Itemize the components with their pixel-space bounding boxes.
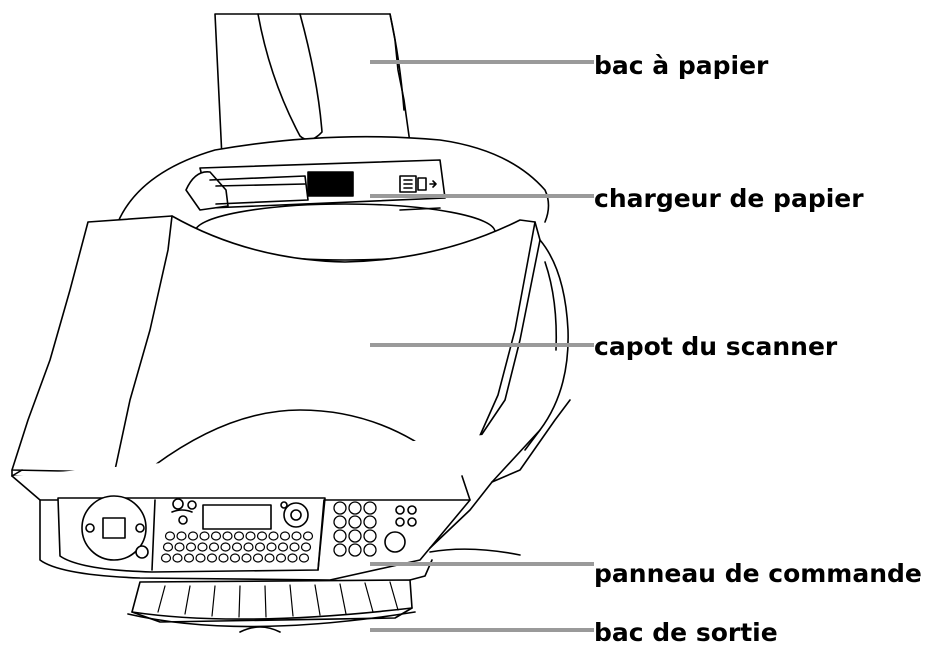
keypad-key (279, 531, 291, 541)
label-paper-feeder: chargeur de papier (594, 184, 864, 213)
keypad-key (199, 531, 210, 541)
keypad-key (185, 542, 197, 552)
numpad-key (333, 543, 347, 557)
keypad-key (241, 553, 252, 563)
keypad-key (268, 531, 279, 541)
keypad-key (254, 542, 266, 552)
keypad-key (233, 531, 245, 541)
numpad-key (333, 515, 347, 529)
label-scanner-lid: capot du scanner (594, 332, 838, 361)
numpad-key (348, 501, 362, 515)
keypad-key (264, 553, 275, 563)
numpad-key (363, 543, 377, 557)
keypad-key (208, 542, 220, 552)
keypad-key (229, 553, 241, 563)
numpad-key (348, 529, 362, 543)
label-paper-tray: bac à papier (594, 51, 769, 80)
numpad-key (363, 515, 377, 529)
keypad-key (252, 553, 264, 563)
keypad-key (164, 531, 176, 541)
keypad-key (287, 553, 298, 563)
keypad-key (231, 542, 243, 552)
keypad-key (174, 542, 185, 552)
keypad-key (266, 542, 277, 552)
keypad-key (183, 553, 195, 563)
keypad-key (275, 553, 287, 563)
keypad-key (218, 553, 229, 563)
keypad-key (206, 553, 218, 563)
keypad-key (220, 542, 231, 552)
keypad-key (176, 531, 187, 541)
numpad-key (348, 543, 362, 557)
output-tray-part (127, 559, 433, 633)
keypad-key (291, 531, 302, 541)
keypad-key (187, 531, 199, 541)
keypad-key (298, 553, 310, 563)
keypad-key (289, 542, 300, 552)
numpad-key (363, 501, 377, 515)
keypad-key (243, 542, 254, 552)
keypad-key (302, 531, 314, 541)
numpad-key (333, 529, 347, 543)
keypad-key (245, 531, 256, 541)
keypad-key (162, 542, 174, 552)
numpad-key (348, 515, 362, 529)
keypad-key (160, 553, 172, 563)
numpad-key (333, 501, 347, 515)
keypad-key (197, 542, 208, 552)
label-control-panel: panneau de commande (594, 559, 922, 588)
control-panel-part (57, 495, 417, 573)
keypad-key (256, 531, 268, 541)
keypad-key (222, 531, 233, 541)
keypad-key (277, 542, 289, 552)
leader-lines (370, 60, 594, 632)
keypad-key (300, 542, 312, 552)
numpad-key (363, 529, 377, 543)
label-output-tray: bac de sortie (594, 618, 778, 647)
keypad-key (195, 553, 206, 563)
keypad-key (210, 531, 222, 541)
keypad-key (172, 553, 183, 563)
